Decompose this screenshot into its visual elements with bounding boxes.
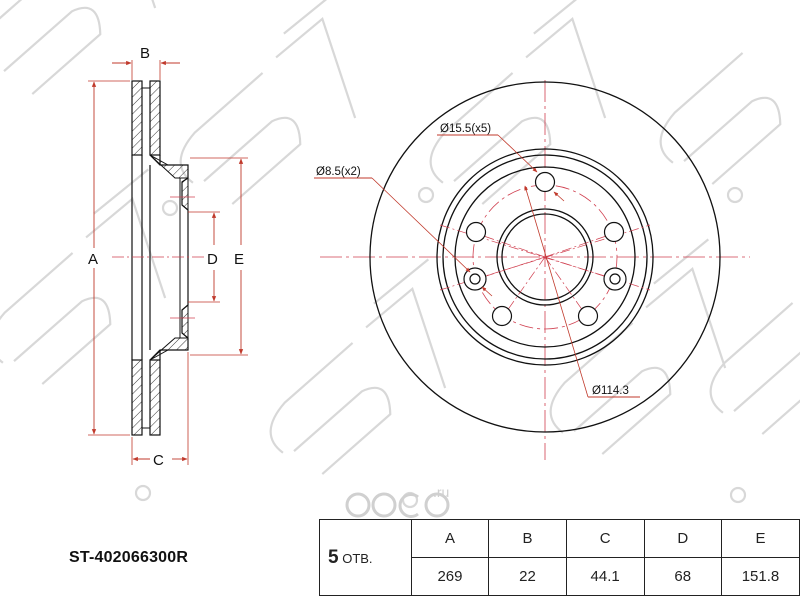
- dim-label-b: B: [140, 45, 150, 62]
- holes-count: 5: [328, 546, 339, 568]
- holes-unit: ОТВ.: [342, 550, 373, 566]
- header-e: E: [720, 519, 800, 558]
- callout-locating-holes: Ø8.5(x2): [316, 166, 361, 178]
- value-e: 151.8: [720, 557, 800, 596]
- value-d: 68: [643, 557, 722, 596]
- site-watermark-suffix: .ru: [433, 484, 450, 500]
- header-d: D: [643, 519, 722, 558]
- dim-label-c: C: [153, 452, 164, 469]
- value-c: 44.1: [565, 557, 645, 596]
- callout-stud-holes: Ø15.5(x5): [440, 123, 491, 135]
- dim-label-d: D: [207, 251, 218, 268]
- holes-count-cell: 5 ОТВ.: [319, 519, 412, 596]
- spec-value-row: 269 22 44.1 68 151.8: [320, 557, 800, 596]
- sat-watermark: [0, 0, 800, 509]
- header-c: C: [565, 519, 645, 558]
- value-b: 22: [488, 557, 567, 596]
- avco-watermark: [345, 492, 450, 518]
- spec-table: 5 ОТВ. A B C D E 269 22 44.1 68 151.8: [319, 519, 800, 596]
- callout-pcd: Ø114.3: [592, 385, 629, 397]
- dim-label-a: A: [88, 251, 98, 268]
- spec-header-row: 5 ОТВ. A B C D E: [319, 519, 800, 596]
- dim-label-e: E: [234, 251, 244, 268]
- value-a: 269: [410, 557, 490, 596]
- header-b: B: [488, 519, 567, 558]
- side-view: A B C D E: [86, 45, 248, 469]
- front-view: Ø15.5(x5) Ø8.5(x2) Ø114.3: [314, 80, 750, 460]
- header-a: A: [410, 519, 490, 558]
- part-number: ST-402066300R: [69, 549, 189, 566]
